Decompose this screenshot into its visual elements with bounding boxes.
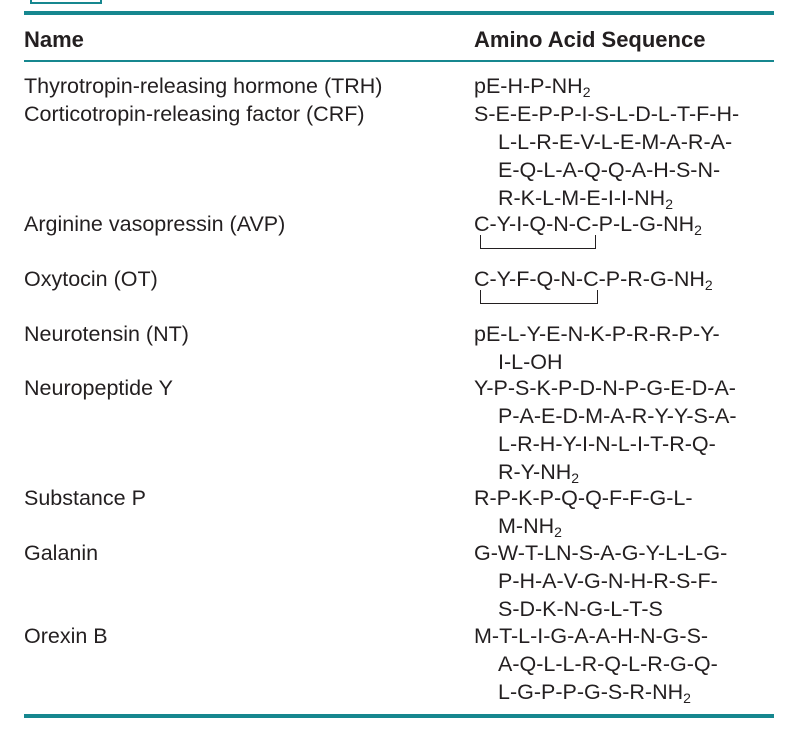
peptide-sequence: C-Y-F-Q-N-C-P-R-G-NH2 <box>474 265 713 293</box>
peptide-name: Neurotensin (NT) <box>24 322 189 346</box>
sequence-line: S-D-K-N-G-L-T-S <box>498 597 663 621</box>
sequence-line: M-T-L-I-G-A-A-H-N-G-S- <box>474 624 709 648</box>
table-top-rule <box>24 11 774 15</box>
sequence-line: G-W-T-LN-S-A-G-Y-L-L-G- <box>474 541 728 565</box>
sequence-line: M-NH2 <box>498 514 562 540</box>
peptide-sequence: pE-L-Y-E-N-K-P-R-R-P-Y- I-L-OH <box>474 320 720 376</box>
peptide-sequence: G-W-T-LN-S-A-G-Y-L-L-G- P-H-A-V-G-N-H-R-… <box>474 539 727 623</box>
sequence-line: P-H-A-V-G-N-H-R-S-F- <box>498 569 718 593</box>
peptide-name: Galanin <box>24 541 99 565</box>
sequence-line: P-A-E-D-M-A-R-Y-Y-S-A- <box>498 404 737 428</box>
sequence-line: E-Q-L-A-Q-Q-A-H-S-N- <box>498 158 721 182</box>
header-rule <box>24 60 774 62</box>
sequence-line: Y-P-S-K-P-D-N-P-G-E-D-A- <box>474 376 736 400</box>
sequence-line: I-L-OH <box>498 350 563 374</box>
sequence-line: C-Y-I-Q-N-C-P-L-G-NH2 <box>474 212 702 238</box>
sequence-line: R-Y-NH2 <box>498 460 580 486</box>
peptide-name: Arginine vasopressin (AVP) <box>24 212 286 236</box>
peptide-name: Oxytocin (OT) <box>24 267 158 291</box>
peptide-sequence: pE-H-P-NH2 <box>474 72 591 100</box>
sequence-line: A-Q-L-L-R-Q-L-R-G-Q- <box>498 652 718 676</box>
top-box-decoration <box>30 0 102 4</box>
peptide-sequence: R-P-K-P-Q-Q-F-F-G-L- M-NH2 <box>474 484 693 540</box>
sequence-line: pE-H-P-NH2 <box>474 74 591 100</box>
table-bottom-rule <box>24 714 774 718</box>
sequence-line: R-P-K-P-Q-Q-F-F-G-L- <box>474 486 693 510</box>
name-column-header: Name <box>24 27 84 52</box>
disulfide-bridge <box>480 235 596 249</box>
peptide-sequence: M-T-L-I-G-A-A-H-N-G-S- A-Q-L-L-R-Q-L-R-G… <box>474 622 718 706</box>
sequence-line: L-G-P-P-G-S-R-NH2 <box>498 680 691 706</box>
sequence-line: L-R-H-Y-I-N-L-I-T-R-Q- <box>498 432 716 456</box>
disulfide-bridge <box>480 290 598 304</box>
peptide-name: Orexin B <box>24 624 108 648</box>
sequence-line: R-K-L-M-E-I-I-NH2 <box>498 186 673 212</box>
peptide-sequence: Y-P-S-K-P-D-N-P-G-E-D-A- P-A-E-D-M-A-R-Y… <box>474 374 737 486</box>
peptide-sequence: C-Y-I-Q-N-C-P-L-G-NH2 <box>474 210 702 238</box>
peptide-name: Corticotropin-releasing factor (CRF) <box>24 102 365 126</box>
peptide-name: Neuropeptide Y <box>24 376 174 400</box>
sequence-line: pE-L-Y-E-N-K-P-R-R-P-Y- <box>474 322 720 346</box>
peptide-name: Thyrotropin-releasing hormone (TRH) <box>24 74 383 98</box>
peptide-sequence: S-E-E-P-P-I-S-L-D-L-T-F-H- L-L-R-E-V-L-E… <box>474 100 739 212</box>
peptide-name: Substance P <box>24 486 146 510</box>
sequence-line: L-L-R-E-V-L-E-M-A-R-A- <box>498 130 733 154</box>
sequence-line: C-Y-F-Q-N-C-P-R-G-NH2 <box>474 267 713 293</box>
sequence-column-header: Amino Acid Sequence <box>474 27 706 52</box>
sequence-line: S-E-E-P-P-I-S-L-D-L-T-F-H- <box>474 102 740 126</box>
